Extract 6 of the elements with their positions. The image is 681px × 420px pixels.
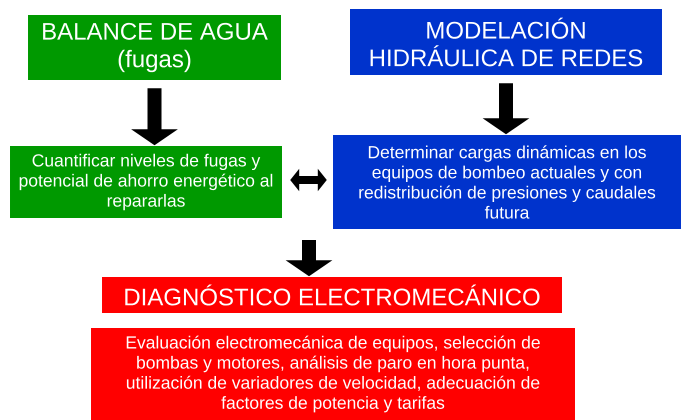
process-box: Evaluación electromecánica de equipos, selección de bombas y motores, análisis de paro en hora punta, utilización de variadores de velocidad, adecuación de factores de potencia y tarifas <box>91 328 575 420</box>
process-box: Cuantificar niveles de fugas y potencial de ahorro energético al repararlas <box>10 146 282 218</box>
process-box: Determinar cargas dinámicas en los equipos de bombeo actuales y con redistribución de presiones y caudales futura <box>333 135 681 229</box>
title-box: MODELACIÓN HIDRÁULICA DE REDES <box>350 9 662 75</box>
title-box: BALANCE DE AGUA (fugas) <box>28 15 281 80</box>
title-box: DIAGNÓSTICO ELECTROMECÁNICO <box>102 277 562 313</box>
